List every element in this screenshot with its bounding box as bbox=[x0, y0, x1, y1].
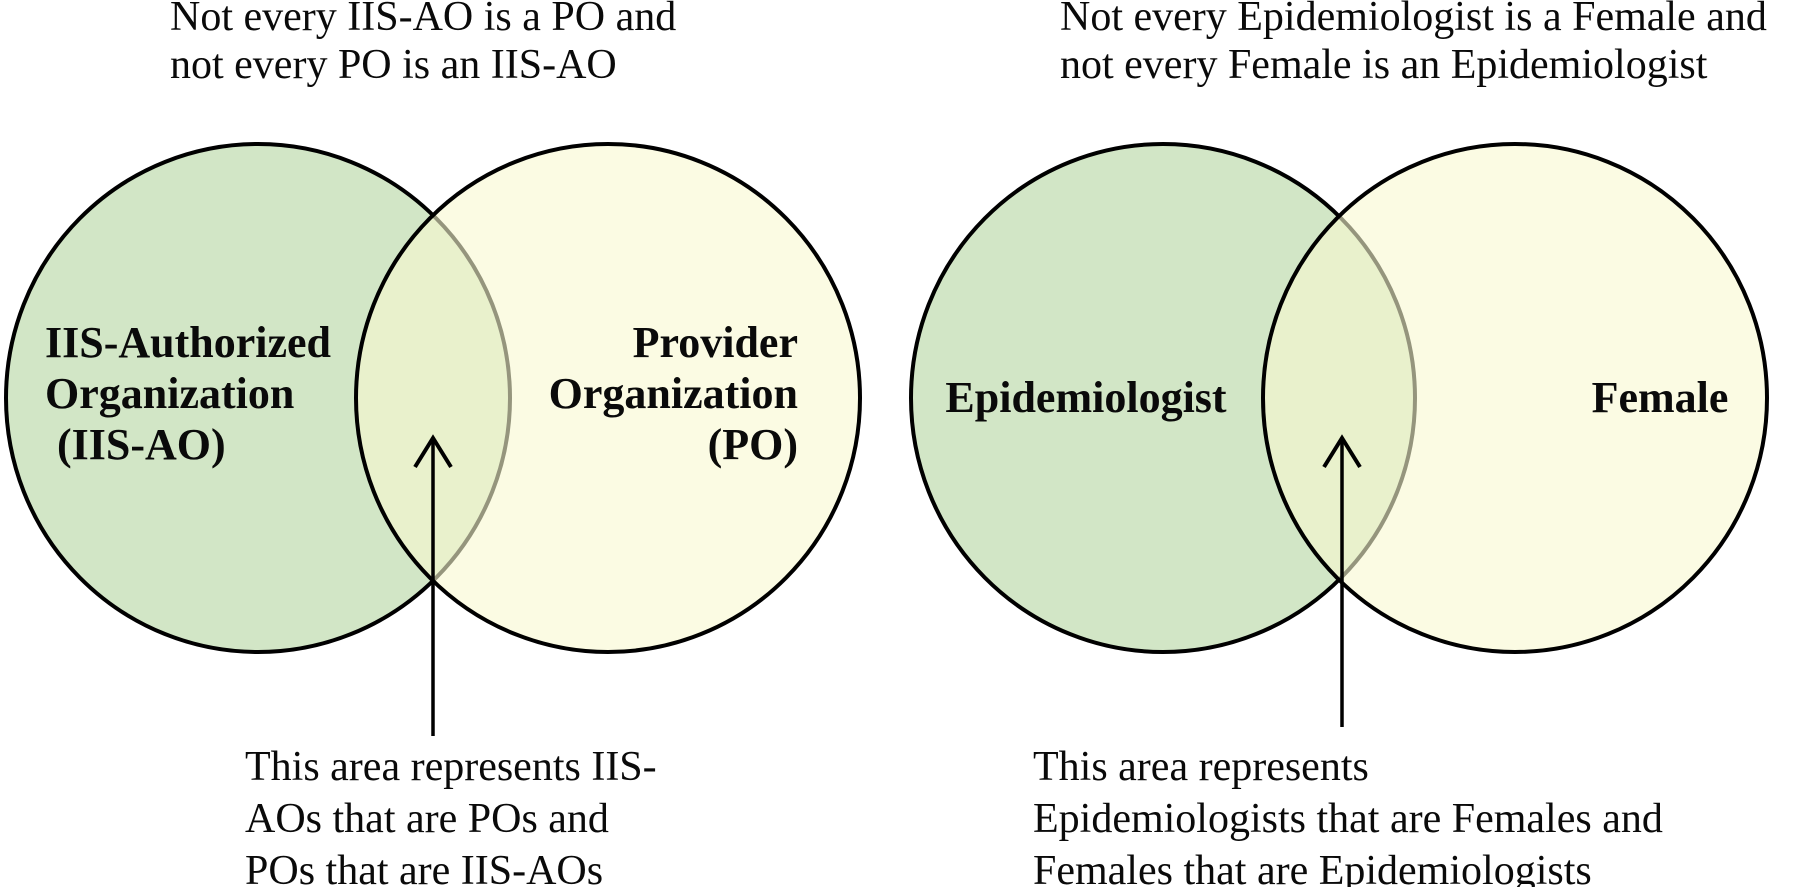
bottom-caption-line: Females that are Epidemiologists bbox=[1033, 848, 1592, 887]
bottom-caption-line: POs that are IIS-AOs bbox=[245, 848, 603, 887]
circle-label-line: Organization bbox=[45, 369, 294, 418]
bottom-caption-line: AOs that are POs and bbox=[245, 796, 609, 842]
circle-label-line: Female bbox=[1592, 373, 1729, 422]
venn-diagram-iis-po: Not every IIS-AO is a PO and not every P… bbox=[4, 0, 862, 887]
top-caption-line: Not every Epidemiologist is a Female and bbox=[1060, 0, 1767, 40]
bottom-caption-line: This area represents IIS- bbox=[245, 744, 657, 790]
intersection-arrow bbox=[1322, 434, 1362, 727]
venn-diagram-epidemiologist-female: Not every Epidemiologist is a Female and… bbox=[909, 0, 1769, 887]
top-caption-line: not every PO is an IIS-AO bbox=[170, 42, 617, 88]
circle-label-line: IIS-Authorized bbox=[45, 318, 331, 367]
circle-label-line: Epidemiologist bbox=[945, 373, 1226, 422]
top-caption-line: Not every IIS-AO is a PO and bbox=[170, 0, 676, 40]
bottom-caption-line: This area represents bbox=[1033, 744, 1369, 790]
circle-label-line: (PO) bbox=[708, 420, 798, 469]
circle-label-line: Provider bbox=[633, 318, 798, 367]
bottom-caption-line: Epidemiologists that are Females and bbox=[1033, 796, 1663, 842]
po-circle bbox=[354, 142, 862, 654]
female-circle bbox=[1261, 142, 1769, 654]
top-caption-line: not every Female is an Epidemiologist bbox=[1060, 42, 1708, 88]
circle-label-line: (IIS-AO) bbox=[57, 420, 226, 469]
intersection-arrow bbox=[413, 434, 453, 736]
circle-label-line: Organization bbox=[549, 369, 798, 418]
